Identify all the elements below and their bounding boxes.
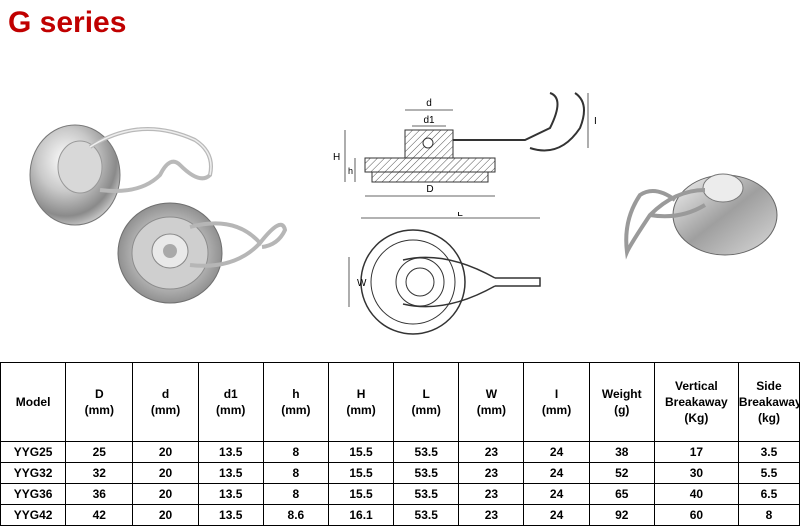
label-I: I (594, 116, 597, 127)
header-side-breakaway: Side Breakaway(kg) (737, 362, 800, 442)
header-h: h(mm) (262, 362, 329, 442)
cell-side-breakaway: 6.5 (737, 483, 800, 505)
header-model: Model (0, 362, 67, 442)
cell-W: 23 (458, 504, 525, 526)
cell-W: 23 (458, 462, 525, 484)
cell-d: 20 (132, 441, 199, 463)
cell-d: 20 (132, 462, 199, 484)
cell-weight: 92 (588, 504, 655, 526)
cell-L: 53.5 (393, 462, 460, 484)
label-L: L (457, 212, 463, 219)
header-I: I(mm) (523, 362, 590, 442)
header-D: D(mm) (65, 362, 134, 442)
cell-model: YYG25 (0, 441, 67, 463)
cell-L: 53.5 (393, 441, 460, 463)
cell-vertical-breakaway: 30 (653, 462, 739, 484)
cell-H: 16.1 (327, 504, 395, 526)
cell-vertical-breakaway: 17 (653, 441, 739, 463)
table-header-row: Model D(mm) d(mm) d1(mm) h(mm) H(mm) L(m… (0, 362, 800, 442)
cell-W: 23 (458, 441, 525, 463)
label-D: D (426, 184, 433, 195)
header-d1: d1(mm) (197, 362, 264, 442)
label-H: H (333, 152, 340, 163)
cell-d1: 13.5 (197, 483, 264, 505)
cell-weight: 38 (588, 441, 655, 463)
cell-I: 24 (523, 504, 590, 526)
label-W: W (357, 278, 367, 289)
cell-L: 53.5 (393, 504, 460, 526)
table-row: YYG25 25 20 13.5 8 15.5 53.5 23 24 38 17… (0, 441, 800, 463)
table-row: YYG36 36 20 13.5 8 15.5 53.5 23 24 65 40… (0, 483, 800, 505)
product-photo-angled (624, 173, 778, 260)
cell-side-breakaway: 3.5 (737, 441, 800, 463)
label-h: h (348, 166, 353, 176)
cell-vertical-breakaway: 60 (653, 504, 739, 526)
top-view-drawing: L W (348, 212, 541, 335)
cell-h: 8.6 (262, 504, 329, 526)
cell-I: 24 (523, 483, 590, 505)
spec-table: Model D(mm) d(mm) d1(mm) h(mm) H(mm) L(m… (0, 362, 800, 526)
cell-model: YYG42 (0, 504, 67, 526)
cell-weight: 52 (588, 462, 655, 484)
header-H: H(mm) (327, 362, 395, 442)
cell-side-breakaway: 5.5 (737, 462, 800, 484)
page-title: G series (8, 6, 127, 39)
label-d1: d1 (423, 115, 435, 126)
cell-I: 24 (523, 441, 590, 463)
table-row: YYG32 32 20 13.5 8 15.5 53.5 23 24 52 30… (0, 462, 800, 484)
side-view-drawing: d d1 D H h I (333, 92, 597, 197)
cell-H: 15.5 (327, 441, 395, 463)
cell-d1: 13.5 (197, 504, 264, 526)
header-L: L(mm) (393, 362, 460, 442)
cell-d: 20 (132, 504, 199, 526)
cell-D: 36 (65, 483, 134, 505)
cell-I: 24 (523, 462, 590, 484)
cell-W: 23 (458, 483, 525, 505)
table-row: YYG42 42 20 13.5 8.6 16.1 53.5 23 24 92 … (0, 504, 800, 526)
label-d: d (426, 98, 432, 109)
header-weight: Weight(g) (588, 362, 655, 442)
cell-side-breakaway: 8 (737, 504, 800, 526)
cell-model: YYG32 (0, 462, 67, 484)
cell-vertical-breakaway: 40 (653, 483, 739, 505)
cell-D: 42 (65, 504, 134, 526)
cell-model: YYG36 (0, 483, 67, 505)
cell-weight: 65 (588, 483, 655, 505)
magnet-hook-front (117, 202, 288, 304)
cell-L: 53.5 (393, 483, 460, 505)
cell-H: 15.5 (327, 483, 395, 505)
header-vertical-breakaway: Vertical Breakaway(Kg) (653, 362, 739, 442)
header-W: W(mm) (458, 362, 525, 442)
product-photo (29, 124, 288, 304)
cell-D: 32 (65, 462, 134, 484)
magnet-hook-back (29, 124, 213, 226)
cell-d1: 13.5 (197, 462, 264, 484)
cell-H: 15.5 (327, 462, 395, 484)
header-d: d(mm) (132, 362, 199, 442)
cell-d: 20 (132, 483, 199, 505)
cell-D: 25 (65, 441, 134, 463)
cell-d1: 13.5 (197, 441, 264, 463)
cell-h: 8 (262, 462, 329, 484)
cell-h: 8 (262, 483, 329, 505)
cell-h: 8 (262, 441, 329, 463)
